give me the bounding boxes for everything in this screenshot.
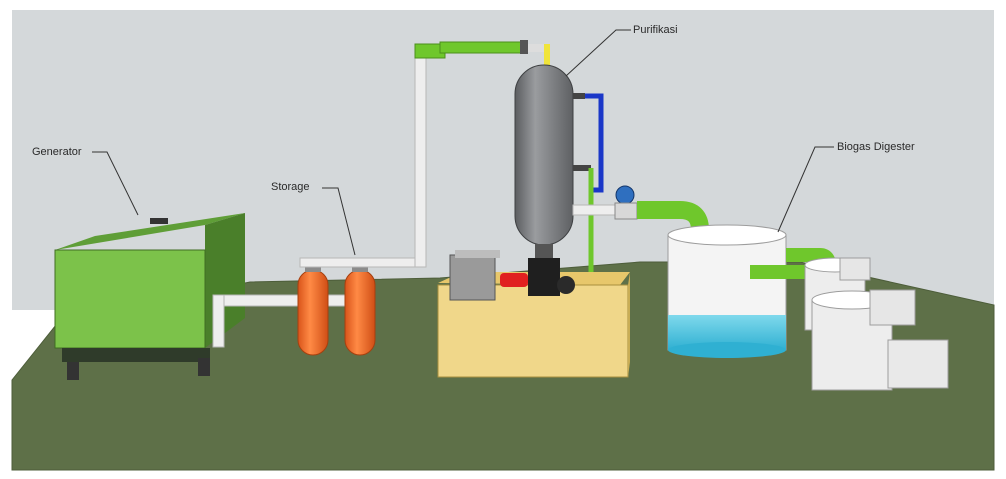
generator: [54, 213, 245, 380]
storage-label: Storage: [271, 181, 310, 193]
digester-label: Biogas Digester: [837, 141, 915, 153]
purification-label: Purifikasi: [633, 24, 678, 36]
generator-label: Generator: [32, 146, 82, 158]
pump-table: [437, 250, 630, 378]
biogas-digester: [667, 224, 949, 391]
callout-lines: [92, 29, 834, 256]
pipe-storage-purifier: [414, 40, 550, 268]
storage-tanks: [297, 257, 421, 356]
purifier-column: [514, 64, 604, 278]
